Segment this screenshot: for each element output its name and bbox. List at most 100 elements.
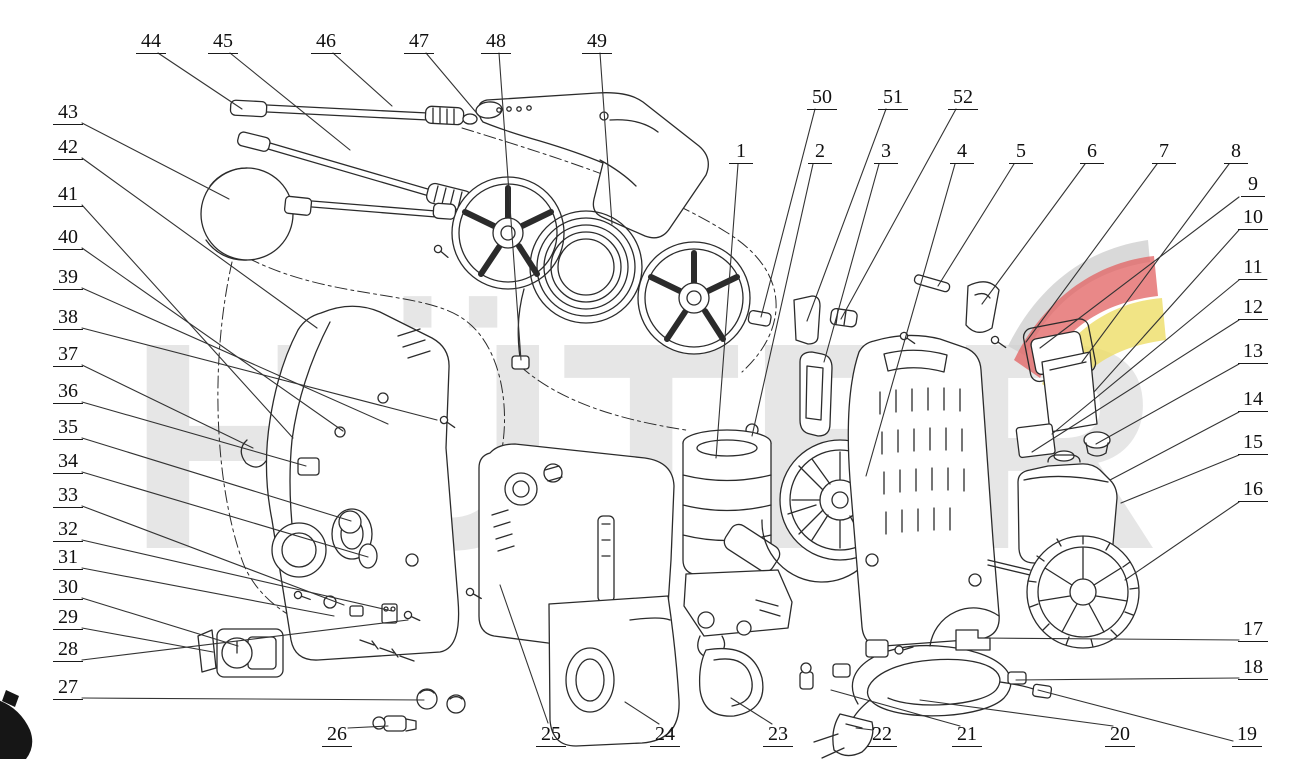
part-callout-49: 49 [582,30,612,54]
part-callout-7: 7 [1152,140,1176,164]
cord-fittings [799,629,1027,690]
part-callout-45: 45 [208,30,238,54]
leader-line-22 [855,727,874,731]
part-callout-9: 9 [1241,173,1265,197]
leader-line-37 [81,364,254,449]
small-parts-top-right [913,274,1111,459]
leader-line-49 [599,52,613,225]
leader-line-40 [81,247,344,432]
leader-line-2 [751,163,814,437]
part-callout-18: 18 [1238,656,1268,680]
part-callout-40: 40 [53,226,83,250]
part-callout-24: 24 [650,723,680,747]
part-callout-26: 26 [322,723,352,747]
leader-line-15 [1120,454,1240,504]
leader-lines [81,52,1240,742]
part-callout-46: 46 [311,30,341,54]
leader-line-12 [1031,319,1240,453]
small-door [698,647,764,717]
leader-line-7 [1025,163,1158,343]
part-callout-22: 22 [867,723,897,747]
leader-line-24 [624,701,660,725]
leader-line-19 [1037,689,1234,742]
leader-line-39 [81,287,389,425]
part-callout-17: 17 [1238,618,1268,642]
part-callout-36: 36 [53,380,83,404]
part-callout-6: 6 [1080,140,1104,164]
leader-line-1 [715,163,739,459]
foam-nozzle-bottle [200,167,457,261]
part-callout-37: 37 [53,343,83,367]
part-callout-51: 51 [878,86,908,110]
part-callout-4: 4 [950,140,974,164]
reel-disc-front [451,176,565,290]
leader-line-25 [499,584,549,724]
leader-line-44 [157,52,243,110]
leader-line-20 [919,699,1114,727]
handle-bracket [799,351,833,437]
power-plug [813,713,874,759]
corner-part [0,690,33,759]
reel-disc-rear [637,241,751,355]
small-fasteners [240,243,1009,732]
leader-line-10 [1093,229,1240,393]
leader-line-8 [1081,163,1230,363]
part-callout-28: 28 [53,638,83,662]
part-callout-13: 13 [1238,340,1268,364]
leader-line-51 [806,108,887,322]
part-callout-21: 21 [952,723,982,747]
leader-line-46 [332,52,393,107]
part-callout-11: 11 [1238,256,1268,280]
hose-coil [529,210,643,324]
part-callout-38: 38 [53,306,83,330]
part-callout-48: 48 [481,30,511,54]
part-callout-39: 39 [53,266,83,290]
part-callout-43: 43 [53,101,83,125]
leader-line-18 [1015,677,1240,681]
part-callout-15: 15 [1238,431,1268,455]
part-callout-25: 25 [536,723,566,747]
leader-line-42 [81,157,318,329]
leader-line-50 [760,108,816,318]
part-callout-33: 33 [53,484,83,508]
hose-reel [451,176,751,370]
small-cap [1083,431,1111,457]
leader-line-28 [81,619,409,661]
part-callout-44: 44 [136,30,166,54]
part-callout-16: 16 [1238,478,1268,502]
leader-line-35 [81,437,352,522]
part-callout-50: 50 [807,86,837,110]
leader-line-48 [498,52,522,361]
right-housing-panel [847,334,1000,647]
part-callout-52: 52 [948,86,978,110]
leader-line-16 [1124,501,1240,581]
part-callout-2: 2 [808,140,832,164]
part-callout-5: 5 [1009,140,1033,164]
leader-line-11 [1051,279,1240,435]
leader-line-30 [81,597,239,647]
part-callout-29: 29 [53,606,83,630]
part-callout-14: 14 [1238,388,1268,412]
part-callout-30: 30 [53,576,83,600]
part-callout-19: 19 [1232,723,1262,747]
leader-line-36 [81,401,307,467]
part-callout-42: 42 [53,136,83,160]
leader-line-23 [730,697,773,725]
leader-line-17 [981,637,1240,641]
leader-line-45 [229,52,351,151]
leader-line-3 [823,163,880,363]
leader-line-29 [81,627,214,653]
leader-line-9 [1039,196,1240,349]
part-callout-27: 27 [53,676,83,700]
wheel [987,535,1140,649]
leader-line-21 [830,689,961,727]
part-callout-31: 31 [53,546,83,570]
leader-line-32 [81,539,393,612]
left-housing-panel [265,305,460,661]
spray-gun [475,92,709,239]
part-callout-34: 34 [53,450,83,474]
part-callout-47: 47 [404,30,434,54]
